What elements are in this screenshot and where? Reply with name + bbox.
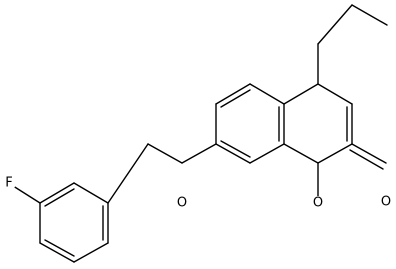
bond xyxy=(44,239,75,257)
bond xyxy=(215,143,251,164)
atom-labels: F O O O xyxy=(2,176,393,211)
bond xyxy=(215,83,251,105)
fluorine-label: F xyxy=(5,176,12,191)
bond xyxy=(107,143,149,204)
fluorine-atom: F xyxy=(2,176,16,191)
bond xyxy=(220,140,251,158)
ring-oxygen-label: O xyxy=(313,196,323,211)
bond xyxy=(73,182,109,204)
ether-oxygen-atom: O xyxy=(175,196,189,211)
bond xyxy=(249,83,285,105)
bond xyxy=(349,149,384,170)
bond xyxy=(39,242,75,263)
bond-lines xyxy=(9,4,388,263)
bond xyxy=(351,143,387,164)
bond xyxy=(317,4,353,45)
ring-oxygen-atom: O xyxy=(311,196,325,211)
bond xyxy=(147,143,183,164)
bond xyxy=(9,183,41,204)
ether-oxygen-label: O xyxy=(177,196,187,211)
bond xyxy=(283,83,319,105)
bond xyxy=(220,89,251,108)
bond xyxy=(181,143,217,164)
carbonyl-oxygen-label: O xyxy=(381,195,391,210)
bond xyxy=(351,4,388,26)
bond xyxy=(283,143,319,164)
carbonyl-oxygen-atom: O xyxy=(379,195,393,210)
bond xyxy=(317,83,353,105)
bond xyxy=(73,242,109,263)
bond xyxy=(39,182,75,204)
bond xyxy=(317,143,353,164)
bond xyxy=(44,188,75,207)
bond xyxy=(249,143,285,164)
